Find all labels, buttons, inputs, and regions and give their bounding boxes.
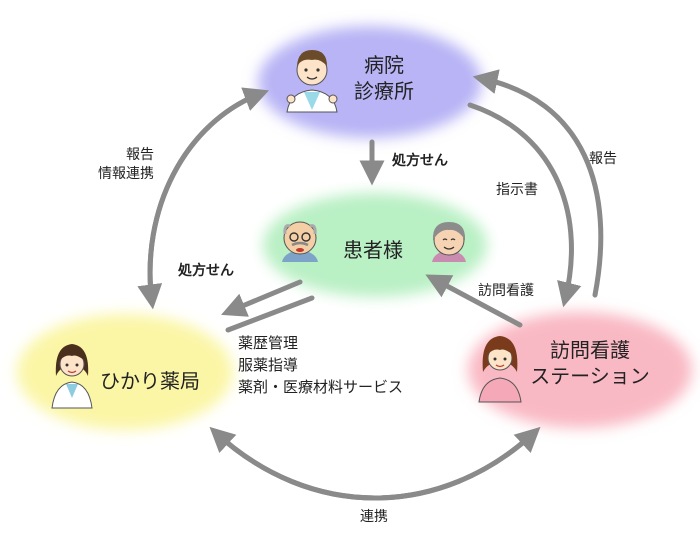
- arrow-patient-to-pharmacy: [221, 279, 303, 317]
- elderly-woman-icon: [432, 222, 466, 262]
- nursing-label: 訪問看護 ステーション: [515, 337, 665, 389]
- instructions-label: 指示書: [496, 182, 538, 198]
- report-label-right: 報告: [589, 151, 617, 167]
- service-item: 服薬指導: [238, 356, 299, 374]
- hospital-label-line1: 病院: [364, 53, 404, 77]
- hospital-label-line2: 診療所: [354, 79, 414, 103]
- prescription-label-top: 処方せん: [392, 153, 448, 169]
- services-list: 薬歴管理 服薬指導 薬剤・医療材料サービス: [238, 332, 403, 398]
- report-label-left-line2: 情報連携: [98, 166, 154, 182]
- pharmacist-icon: [51, 344, 93, 409]
- arrow-nursing-to-patient: [425, 274, 523, 328]
- service-item: 薬剤・医療材料サービス: [238, 378, 404, 396]
- nursing-node: [468, 312, 692, 428]
- nursing-label-line2: ステーション: [530, 364, 650, 388]
- cooperation-label: 連携: [360, 509, 388, 525]
- home-nursing-label: 訪問看護: [478, 283, 534, 299]
- patient-label: 患者様: [343, 238, 403, 262]
- prescription-label-left: 処方せん: [178, 263, 234, 279]
- arrow-pharmacy-to-patient: [225, 295, 315, 333]
- nurse-icon: [478, 336, 522, 403]
- report-label-left-line1: 報告: [126, 147, 154, 163]
- arrow-nursing-to-pharmacy: [209, 426, 538, 501]
- arrow-hospital-to-pharmacy: [137, 90, 265, 310]
- hospital-label: 病院 診療所: [344, 52, 424, 104]
- arrow-hospital-to-nursing: [467, 102, 582, 308]
- service-item: 薬歴管理: [238, 334, 299, 352]
- pharmacy-label: ひかり薬局: [100, 369, 200, 393]
- doctor-icon: [286, 50, 338, 113]
- arrow-nursing-to-hospital: [472, 69, 604, 298]
- report-label-left: 報告 情報連携: [84, 146, 154, 184]
- nursing-label-line1: 訪問看護: [550, 338, 630, 362]
- patient-node: [263, 193, 487, 297]
- elderly-man-icon: [282, 221, 318, 262]
